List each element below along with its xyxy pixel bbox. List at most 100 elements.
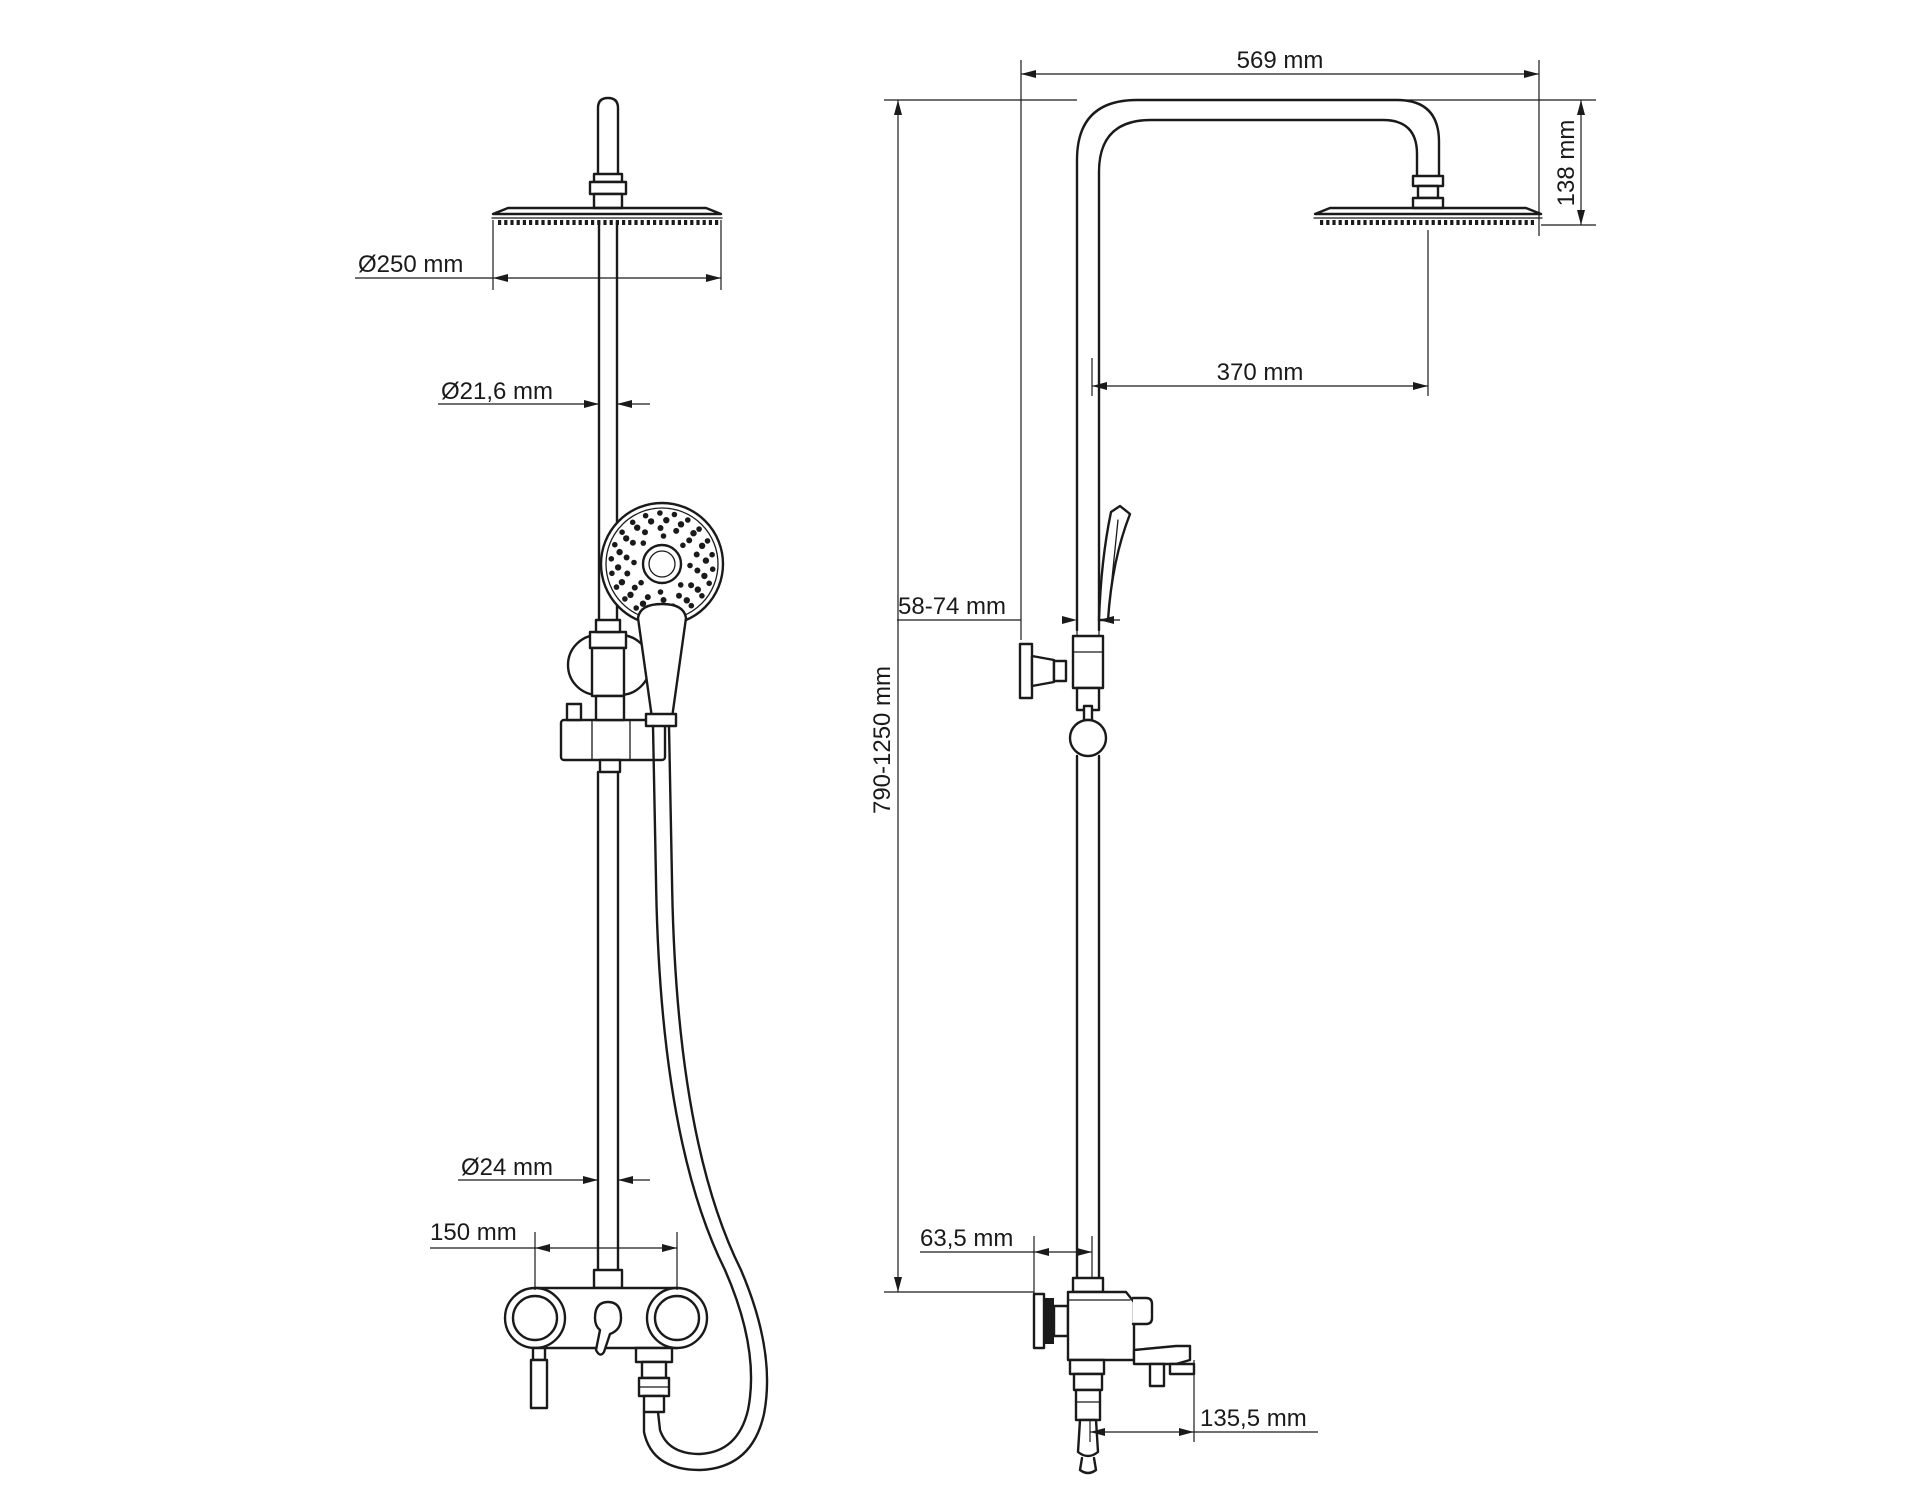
spray-hole xyxy=(627,591,634,598)
spray-hole xyxy=(671,511,678,518)
label-mixer-spacing: 150 mm xyxy=(430,1219,517,1246)
spray-hole xyxy=(634,524,641,531)
spray-hole xyxy=(693,551,700,558)
label-mixer-depth: 63,5 mm xyxy=(920,1225,1013,1252)
nozzle xyxy=(1394,220,1398,225)
nozzle xyxy=(1444,220,1448,225)
nozzle xyxy=(708,220,712,225)
nozzle xyxy=(653,220,657,225)
spray-hole xyxy=(686,537,693,544)
nozzle xyxy=(1344,220,1348,225)
nozzle xyxy=(1518,220,1522,225)
label-head-diameter: Ø250 mm xyxy=(358,251,463,278)
side-bent-arm xyxy=(1075,98,1441,632)
spray-hole xyxy=(699,593,705,599)
nozzle xyxy=(1431,220,1435,225)
nozzle xyxy=(1363,220,1367,225)
spray-hole xyxy=(608,556,615,562)
spray-hole xyxy=(629,519,636,526)
spray-hole xyxy=(638,579,644,586)
nozzle xyxy=(640,220,644,225)
spray-hole xyxy=(631,584,638,591)
spray-hole xyxy=(623,535,630,542)
nozzle xyxy=(690,220,694,225)
side-dimensions xyxy=(884,60,1596,1442)
side-view: 569 mm 138 mm 370 mm 58-74 mm 790-1250 m… xyxy=(869,47,1596,1475)
side-hand-shower xyxy=(1097,504,1132,622)
spray-hole xyxy=(619,529,625,535)
nozzle xyxy=(1475,220,1479,225)
nozzle xyxy=(1456,220,1460,225)
spray-hole xyxy=(639,600,647,607)
nozzle xyxy=(516,220,520,225)
nozzle xyxy=(1530,220,1534,225)
front-hand-shower xyxy=(599,501,725,728)
nozzle xyxy=(1462,220,1466,225)
nozzle xyxy=(677,220,681,225)
nozzle xyxy=(1406,220,1410,225)
side-mixer xyxy=(1032,1290,1196,1475)
nozzle xyxy=(498,220,502,225)
label-head-offset: 370 mm xyxy=(1217,359,1304,386)
nozzle xyxy=(1382,220,1386,225)
spray-hole xyxy=(688,602,695,609)
label-height-range: 790-1250 mm xyxy=(869,666,896,814)
nozzle xyxy=(1357,220,1361,225)
spray-hole xyxy=(677,582,684,588)
spray-hole xyxy=(694,567,701,574)
spray-hole xyxy=(618,579,626,586)
nozzle xyxy=(584,220,588,225)
nozzle xyxy=(628,220,632,225)
nozzle xyxy=(671,220,675,225)
nozzle xyxy=(1493,220,1497,225)
spray-hole xyxy=(706,580,712,587)
label-lower-pipe-diameter: Ø24 mm xyxy=(461,1154,553,1181)
front-lower-rail xyxy=(592,770,624,1290)
spray-hole xyxy=(622,596,628,602)
spray-hole xyxy=(613,584,620,590)
nozzle xyxy=(591,220,595,225)
nozzle xyxy=(1419,220,1423,225)
spray-hole xyxy=(688,582,695,589)
spray-hole xyxy=(657,510,663,516)
front-dimensions xyxy=(355,220,722,1290)
spray-hole xyxy=(701,572,708,580)
spray-hole xyxy=(642,529,648,536)
nozzle xyxy=(522,220,526,225)
nozzle xyxy=(1326,220,1330,225)
nozzle xyxy=(659,220,663,225)
spray-hole xyxy=(696,526,702,532)
nozzle xyxy=(665,220,669,225)
spray-hole xyxy=(657,589,664,595)
nozzle xyxy=(566,220,570,225)
spray-hole xyxy=(702,557,710,564)
nozzle xyxy=(560,220,564,225)
spray-hole xyxy=(663,517,670,524)
front-rain-head xyxy=(491,206,723,225)
spray-hole xyxy=(657,525,664,531)
spray-hole xyxy=(633,605,639,611)
nozzle xyxy=(1481,220,1485,225)
spray-hole xyxy=(647,518,655,525)
nozzle xyxy=(1351,220,1355,225)
nozzle xyxy=(1338,220,1342,225)
nozzle xyxy=(572,220,576,225)
spray-hole xyxy=(694,586,701,593)
front-arm-top xyxy=(588,96,628,210)
spray-hole xyxy=(640,540,647,546)
spray-hole xyxy=(709,566,716,572)
spray-hole xyxy=(629,539,636,546)
spray-hole xyxy=(704,538,711,544)
spray-hole xyxy=(680,542,686,549)
nozzle xyxy=(684,220,688,225)
spray-hole xyxy=(631,559,637,566)
spray-hole xyxy=(623,554,630,561)
spray-hole xyxy=(614,564,622,571)
nozzle xyxy=(603,220,607,225)
spray-hole xyxy=(698,542,706,549)
nozzle xyxy=(1487,220,1491,225)
spray-hole xyxy=(685,517,691,523)
nozzle xyxy=(715,220,719,225)
nozzle xyxy=(541,220,545,225)
